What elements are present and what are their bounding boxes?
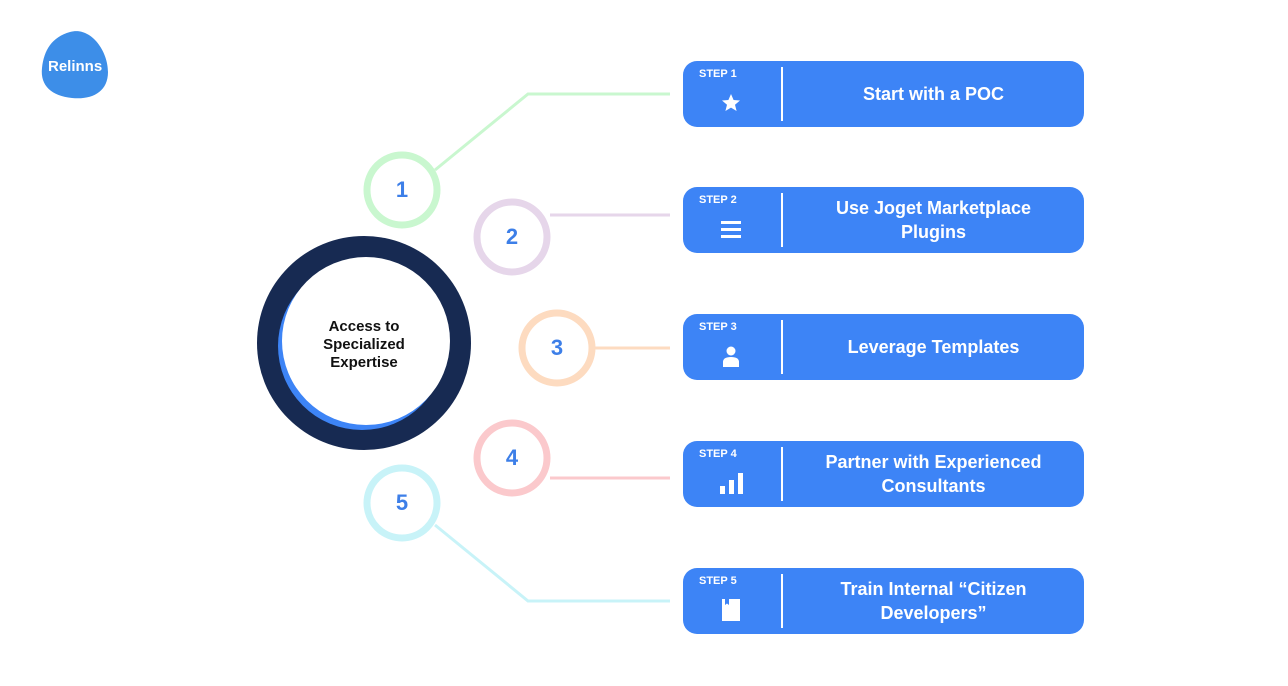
step-number-2: 2 [505, 224, 519, 249]
logo-blob [41, 31, 108, 99]
step-number-1: 1 [395, 177, 409, 202]
step-title: Leverage Templates [847, 337, 1020, 357]
step-title: Start with a POC [862, 84, 1005, 104]
number-ring-3 [518, 309, 596, 387]
step-label: STEP 1 [699, 68, 737, 80]
divider [781, 193, 783, 247]
step-number-4: 4 [505, 445, 519, 470]
step-card-3: STEP 3 Leverage Templates [683, 314, 1084, 380]
step-label: STEP 3 [699, 321, 737, 333]
step-card-1: STEP 1 Start with a POC [683, 61, 1084, 127]
step-number-3: 3 [550, 335, 564, 360]
star-icon [719, 91, 743, 115]
logo: Relinns [48, 58, 103, 75]
number-ring-4 [473, 419, 551, 497]
bar-chart-icon [719, 471, 743, 495]
step-title: Use Joget Marketplace Plugins [835, 198, 1032, 242]
number-ring-1 [363, 151, 441, 229]
step-title: Train Internal “Citizen Developers” [840, 579, 1027, 623]
step-card-5: STEP 5 Train Internal “Citizen Developer… [683, 568, 1084, 634]
step-card-2: STEP 2 Use Joget Marketplace Plugins [683, 187, 1084, 253]
list-icon [719, 217, 743, 241]
step-label: STEP 4 [699, 448, 737, 460]
connector-1 [434, 92, 670, 172]
divider [781, 447, 783, 501]
number-ring-5 [363, 464, 441, 542]
step-label: STEP 5 [699, 575, 737, 587]
center-title: Access to Specialized Expertise [323, 318, 405, 371]
number-ring-2 [473, 198, 551, 276]
divider [781, 67, 783, 121]
divider [781, 574, 783, 628]
connector-5 [434, 523, 670, 603]
person-icon [719, 344, 743, 368]
step-label: STEP 2 [699, 194, 737, 206]
divider [781, 320, 783, 374]
book-icon [719, 598, 743, 622]
step-title: Partner with Experienced Consultants [825, 452, 1042, 496]
step-number-5: 5 [395, 490, 409, 515]
step-card-4: STEP 4 Partner with Experienced Consulta… [683, 441, 1084, 507]
center-disc [282, 257, 450, 425]
